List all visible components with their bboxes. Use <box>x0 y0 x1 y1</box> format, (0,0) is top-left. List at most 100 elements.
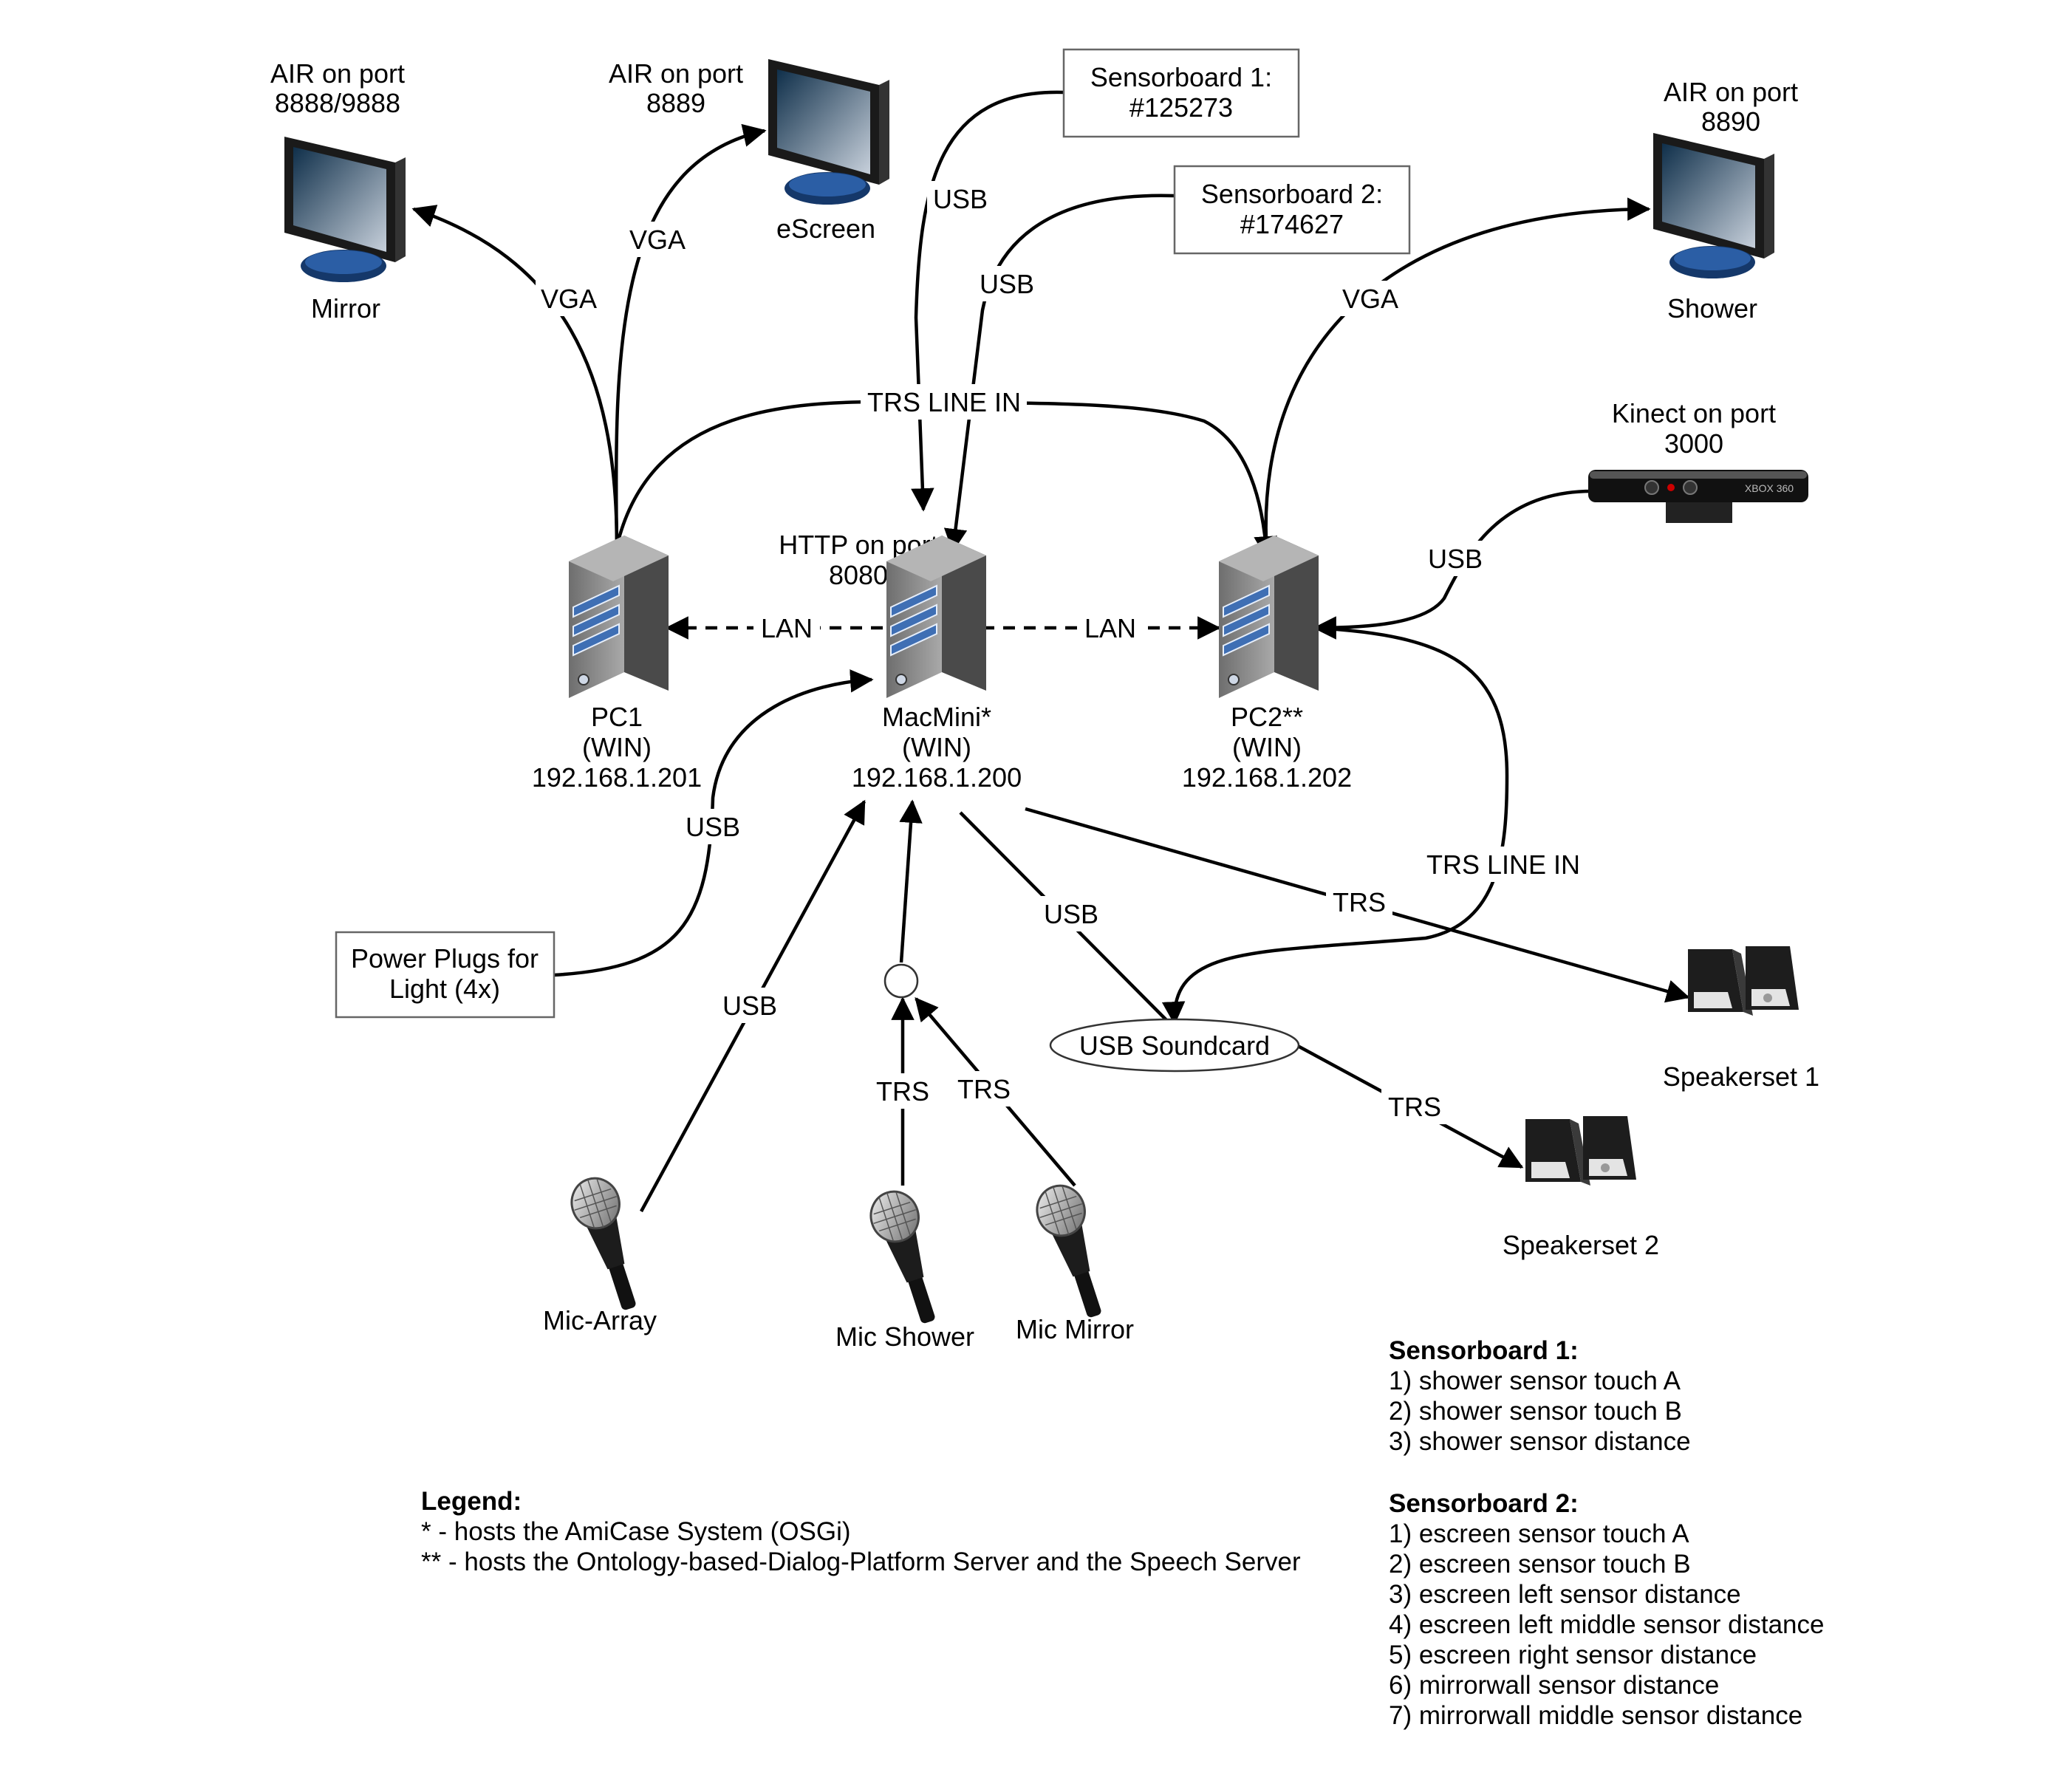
legend-line-2: ** - hosts the Ontology-based-Dialog-Pla… <box>421 1548 1301 1576</box>
edge-usb-sb2 <box>943 194 1175 553</box>
mic-mirror-label: Mic Mirror <box>1016 1314 1134 1344</box>
edge-trs-line-in-top <box>615 400 1277 560</box>
label-vga-shower: VGA <box>1342 284 1398 314</box>
label-usb-power: USB <box>686 812 740 842</box>
label-usb-sb1: USB <box>933 184 988 214</box>
mirror-port-line1: AIR on port <box>270 58 405 89</box>
sb2-item: 3) escreen left sensor distance <box>1389 1580 1741 1609</box>
mirror-name: Mirror <box>311 293 380 324</box>
edge-labels: VGA VGA USB USB TRS LINE IN VGA USB LAN … <box>536 181 1585 1124</box>
mic-shower: Mic Shower <box>835 1184 974 1352</box>
sb2-item: 1) escreen sensor touch A <box>1389 1519 1689 1548</box>
kinect-logo-text: XBOX 360 <box>1745 482 1794 494</box>
label-trs-speaker1: TRS <box>1333 887 1386 917</box>
pc2-line3: 192.168.1.202 <box>1182 762 1352 793</box>
shower-port-line2: 8890 <box>1701 106 1760 137</box>
label-vga-mirror: VGA <box>541 284 597 314</box>
speakerset-1-icon <box>1688 946 1799 1016</box>
display-escreen: AIR on port 8889 eScreen <box>609 58 889 244</box>
sb2-item: 5) escreen right sensor distance <box>1389 1641 1757 1669</box>
usb-soundcard: USB Soundcard <box>1049 1018 1300 1073</box>
mic-array-label: Mic-Array <box>543 1305 657 1336</box>
mic-array: Mic-Array <box>543 1171 657 1336</box>
sb1-line2: #125273 <box>1129 92 1233 123</box>
shower-port-line1: AIR on port <box>1664 77 1798 107</box>
mirror-monitor-icon <box>284 137 406 282</box>
speakerset-2-label: Speakerset 2 <box>1503 1230 1659 1260</box>
edge-usb-power <box>553 669 874 977</box>
edge-vga-shower <box>1264 197 1651 558</box>
server-pc1: PC1 (WIN) 192.168.1.201 <box>532 535 702 793</box>
pc2-line2: (WIN) <box>1232 732 1302 762</box>
pc2-server-icon <box>1218 535 1319 699</box>
edge-usb-sb1 <box>911 90 1064 512</box>
power-plugs-line2: Light (4x) <box>389 974 500 1004</box>
label-trs-mic-shower: TRS <box>876 1076 929 1107</box>
edge-junction-macmini <box>899 799 923 963</box>
speakerset-2: Speakerset 2 <box>1503 1116 1659 1260</box>
label-usb-kinect: USB <box>1428 544 1483 574</box>
label-lan-left: LAN <box>761 613 813 643</box>
label-usb-soundcard: USB <box>1044 899 1098 929</box>
mirror-port-line2: 8888/9888 <box>275 88 400 118</box>
sb1-line1: Sensorboard 1: <box>1090 62 1272 92</box>
edge-usb-kinect <box>1313 489 1593 640</box>
speakerset-1-label: Speakerset 1 <box>1663 1061 1819 1092</box>
label-trs-speaker2: TRS <box>1388 1092 1441 1122</box>
macmini-line1: MacMini* <box>882 702 991 732</box>
shower-name: Shower <box>1667 293 1757 324</box>
macmini-http-line2: 8080 <box>829 560 888 590</box>
sb1-list-title: Sensorboard 1: <box>1389 1336 1579 1365</box>
pc1-line1: PC1 <box>591 702 643 732</box>
sb2-line2: #174627 <box>1240 209 1344 239</box>
sb2-item: 4) escreen left middle sensor distance <box>1389 1610 1825 1639</box>
power-plugs-box: Power Plugs for Light (4x) <box>335 931 556 1019</box>
server-pc2: PC2** (WIN) 192.168.1.202 <box>1182 535 1352 793</box>
edge-vga-escreen <box>614 123 767 547</box>
escreen-port-line2: 8889 <box>646 88 705 118</box>
mic-mirror-icon <box>1029 1178 1119 1325</box>
label-trs-line-in-right: TRS LINE IN <box>1426 849 1580 880</box>
macmini-line2: (WIN) <box>902 732 971 762</box>
kinect-line2: 3000 <box>1664 428 1723 459</box>
sb1-item: 2) shower sensor touch B <box>1389 1397 1682 1426</box>
sensorboard-2-box: Sensorboard 2: #174627 <box>1173 165 1411 255</box>
mic-mirror: Mic Mirror <box>1016 1178 1134 1344</box>
sb2-list-title: Sensorboard 2: <box>1389 1489 1579 1518</box>
pc2-line1: PC2** <box>1231 702 1303 732</box>
sensorboard-2-list: Sensorboard 2: 1) escreen sensor touch A… <box>1389 1488 1824 1731</box>
usb-soundcard-label: USB Soundcard <box>1079 1030 1270 1061</box>
display-shower: AIR on port 8890 Shower <box>1653 77 1798 324</box>
escreen-monitor-icon <box>768 59 889 205</box>
edge-vga-mirror <box>411 205 619 547</box>
sb1-item: 3) shower sensor distance <box>1389 1427 1691 1456</box>
pc1-line3: 192.168.1.201 <box>532 762 702 793</box>
label-trs-mic-mirror: TRS <box>957 1074 1011 1104</box>
mic-shower-label: Mic Shower <box>835 1321 974 1352</box>
audio-junction <box>883 963 919 999</box>
sb1-item: 1) shower sensor touch A <box>1389 1367 1681 1395</box>
legend: Legend: * - hosts the AmiCase System (OS… <box>421 1486 1301 1577</box>
shower-monitor-icon <box>1653 133 1774 278</box>
label-lan-right: LAN <box>1084 613 1136 643</box>
escreen-name: eScreen <box>776 213 875 244</box>
label-usb-sb2: USB <box>980 269 1034 299</box>
label-vga-escreen: VGA <box>629 225 686 255</box>
kinect-sensor-icon: XBOX 360 <box>1588 470 1808 523</box>
sensorboard-1-list: Sensorboard 1: 1) shower sensor touch A … <box>1389 1336 1691 1457</box>
speakerset-1: Speakerset 1 <box>1663 946 1819 1092</box>
kinect: Kinect on port 3000 XBOX 360 <box>1588 398 1808 523</box>
pc1-server-icon <box>568 535 669 699</box>
macmini-server-icon <box>886 535 987 699</box>
pc1-line2: (WIN) <box>582 732 652 762</box>
server-macmini: HTTP on port 8080 MacMini* (WIN) 192.168… <box>779 530 1022 793</box>
sb2-line1: Sensorboard 2: <box>1201 179 1383 209</box>
sb2-item: 6) mirrorwall sensor distance <box>1389 1671 1720 1700</box>
display-mirror: AIR on port 8888/9888 Mirror <box>270 58 406 324</box>
sb2-item: 7) mirrorwall middle sensor distance <box>1389 1701 1803 1730</box>
kinect-line1: Kinect on port <box>1612 398 1776 428</box>
speakerset-2-icon <box>1525 1116 1636 1186</box>
mic-array-icon <box>564 1171 654 1318</box>
